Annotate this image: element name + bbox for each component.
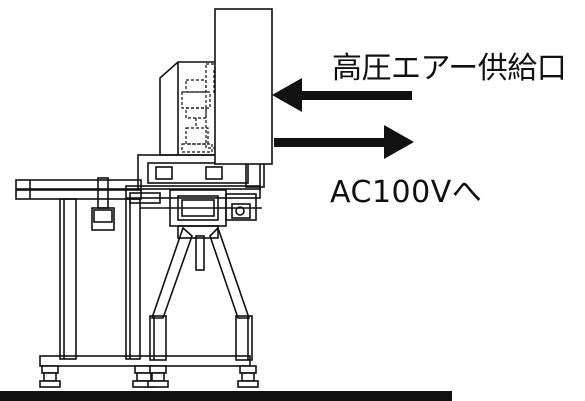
leveling-feet <box>39 365 259 388</box>
conveyor-frame <box>15 177 251 367</box>
air-supply-arrow <box>272 78 412 112</box>
floor-line <box>0 391 452 401</box>
machine-table <box>125 154 262 239</box>
a-frame-legs <box>149 226 253 361</box>
air-supply-label: 高圧エアー供給口 <box>332 51 567 86</box>
upper-column <box>214 8 273 165</box>
power-arrow <box>274 125 414 159</box>
power-label: AC100Vへ <box>330 175 483 210</box>
